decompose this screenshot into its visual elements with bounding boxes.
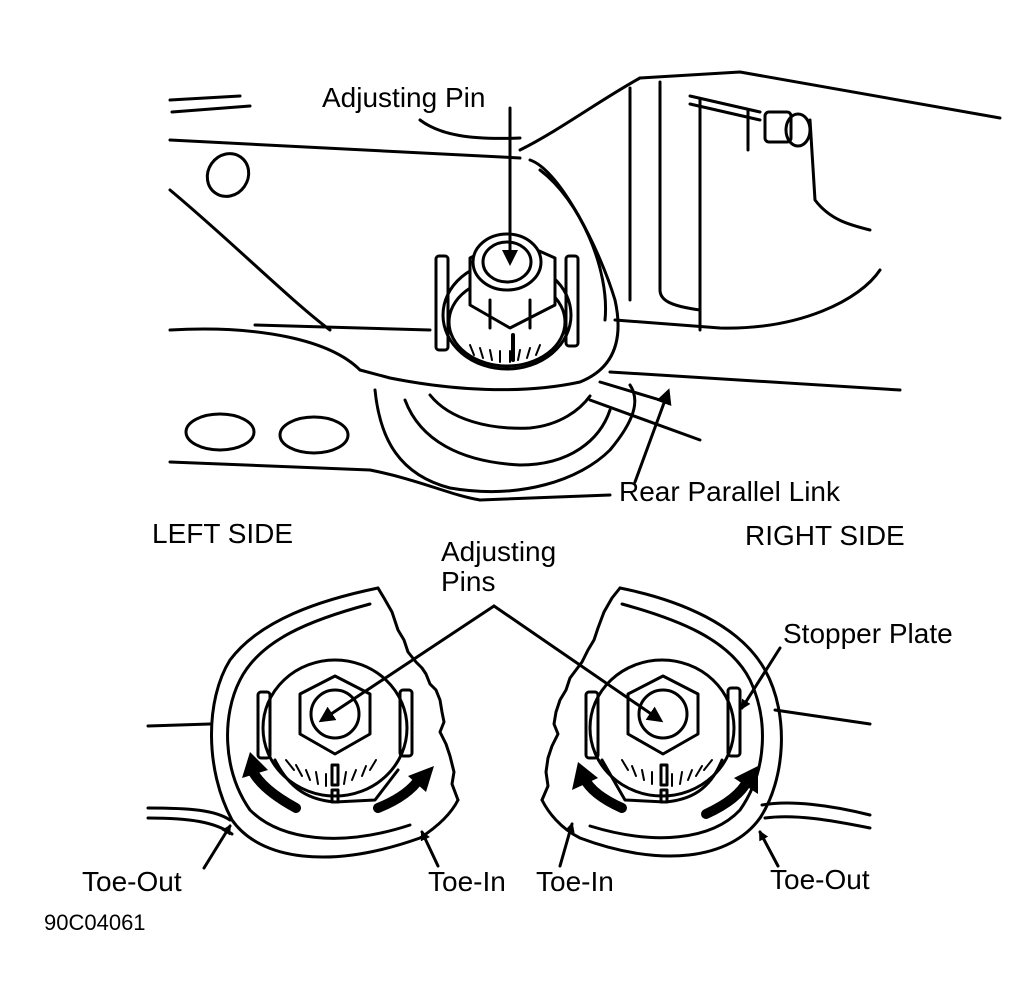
rear-parallel-link-label: Rear Parallel Link bbox=[619, 476, 840, 507]
right-side-label: RIGHT SIDE bbox=[745, 520, 905, 551]
arm-line bbox=[146, 806, 232, 822]
right-pin-leader bbox=[492, 604, 664, 723]
toe-out-rotation-arrowhead bbox=[734, 766, 758, 794]
toe-out-left-label: Toe-Out bbox=[82, 866, 182, 897]
link-housing bbox=[608, 370, 902, 392]
stopper-plate bbox=[434, 254, 450, 352]
body-line bbox=[253, 323, 432, 332]
left-side-label: LEFT SIDE bbox=[152, 518, 294, 549]
link-bowl bbox=[403, 398, 612, 467]
cam-scale bbox=[469, 344, 541, 363]
body-line bbox=[168, 94, 242, 102]
arm-line bbox=[773, 708, 872, 726]
toe-out-rotation-arrowhead bbox=[242, 752, 268, 778]
stopper-plate bbox=[564, 254, 580, 348]
cam-notch bbox=[330, 788, 340, 804]
toe-out-right-arrow bbox=[758, 830, 780, 868]
housing-outline bbox=[588, 602, 764, 840]
stopper-plate bbox=[584, 690, 600, 760]
cam-pointer bbox=[659, 763, 669, 787]
stopper-plate-arrow bbox=[740, 646, 782, 710]
body-line bbox=[170, 104, 252, 114]
torn-edge bbox=[540, 586, 622, 802]
cam-scale bbox=[621, 759, 713, 787]
bolt-tip bbox=[784, 112, 812, 148]
left-pin-leader bbox=[318, 604, 496, 723]
body-line bbox=[168, 138, 522, 160]
link-housing bbox=[658, 80, 702, 312]
bolt-head bbox=[763, 110, 793, 144]
rear-link-arrow bbox=[633, 388, 672, 484]
arm-line bbox=[763, 815, 872, 830]
stopper-plate-label: Stopper Plate bbox=[783, 618, 953, 649]
adjusting-pin-label: Adjusting Pin bbox=[322, 82, 486, 113]
housing-outline bbox=[540, 586, 783, 858]
arm-line bbox=[146, 816, 234, 836]
torn-edge bbox=[376, 586, 460, 802]
link-housing bbox=[598, 380, 662, 402]
top-assembly bbox=[168, 70, 1002, 502]
pin-head bbox=[637, 688, 689, 740]
oval-hole bbox=[278, 415, 350, 455]
toe-out-left-arrow bbox=[202, 824, 232, 870]
toe-out-right-label: Toe-Out bbox=[770, 864, 870, 895]
housing-outline bbox=[210, 586, 460, 859]
stopper-plate bbox=[398, 688, 414, 758]
left-side-detail bbox=[146, 586, 460, 870]
adjusting-pins-label-line1: Adjusting bbox=[441, 536, 557, 567]
body-line bbox=[168, 188, 332, 332]
toe-in-left-label: Toe-In bbox=[428, 866, 506, 897]
toe-in-rotation-arrowhead bbox=[408, 766, 434, 792]
cam-scale bbox=[285, 759, 377, 787]
stopper-plate bbox=[726, 686, 742, 758]
toe-in-left-arrow bbox=[420, 830, 440, 868]
arm-line bbox=[146, 722, 212, 728]
link-bowl bbox=[373, 383, 637, 494]
toe-in-rotation-arrowhead bbox=[572, 762, 598, 790]
hex-nut bbox=[488, 298, 532, 330]
link-housing bbox=[538, 168, 608, 322]
body-line bbox=[518, 76, 642, 152]
adjusting-pins-leaders bbox=[318, 604, 664, 723]
figure-code-label: 90C04061 bbox=[44, 910, 146, 935]
pin-head bbox=[309, 688, 361, 740]
toe-in-rotation-arrow bbox=[373, 773, 425, 813]
body-line bbox=[168, 327, 362, 372]
body-line bbox=[168, 460, 612, 502]
toe-in-right-arrow bbox=[558, 822, 575, 868]
oval-hole bbox=[205, 152, 251, 198]
adjusting-pins-label-line2: Pins bbox=[441, 566, 496, 597]
body-line bbox=[418, 118, 522, 140]
arm-line bbox=[760, 801, 872, 817]
pin-head bbox=[481, 240, 533, 284]
cam-notch bbox=[659, 788, 669, 804]
housing-outline bbox=[226, 602, 412, 840]
link-housing bbox=[808, 118, 872, 232]
link-bowl bbox=[428, 393, 592, 430]
toe-in-right-label: Toe-In bbox=[536, 866, 614, 897]
cam-pointer bbox=[330, 763, 340, 787]
body-line bbox=[638, 70, 1002, 120]
link-housing bbox=[613, 268, 882, 330]
link-housing bbox=[588, 398, 702, 442]
oval-hole bbox=[184, 412, 256, 452]
stopper-plate bbox=[256, 690, 272, 760]
toe-out-rotation-arrow bbox=[247, 765, 301, 813]
eccentric-cam bbox=[261, 658, 409, 798]
